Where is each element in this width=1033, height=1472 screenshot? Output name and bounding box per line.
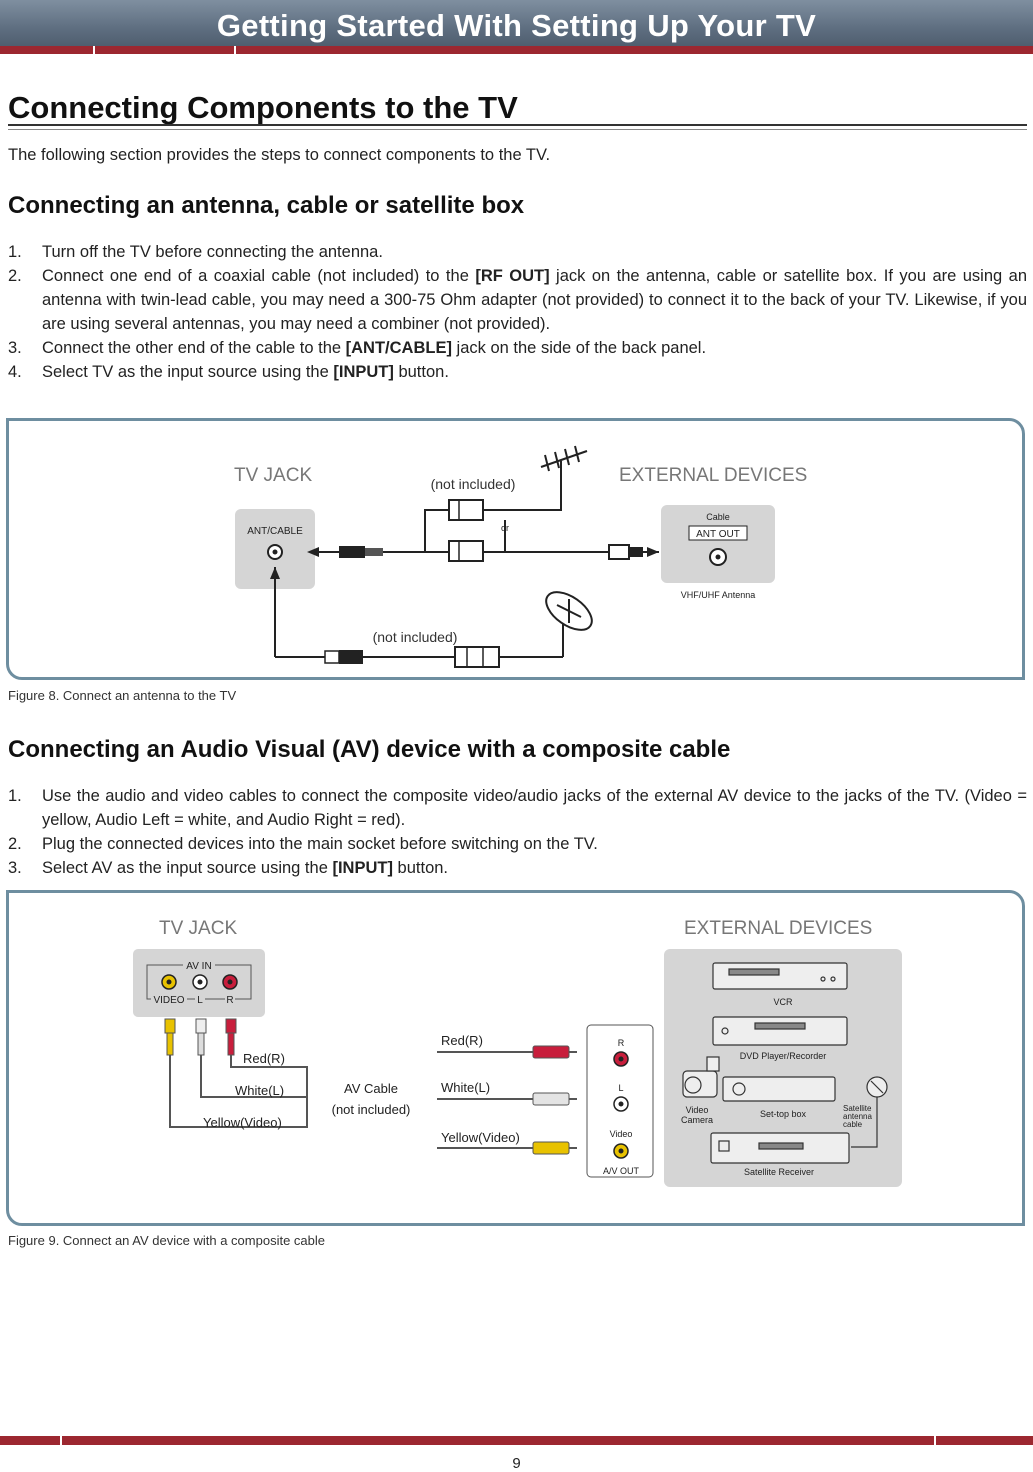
coax-plug-right-icon <box>608 544 630 560</box>
external-devices-panel <box>664 949 902 1187</box>
red-plug-icon <box>532 1045 570 1059</box>
external-device-panel <box>661 505 775 583</box>
sat-receiver-label: Satellite Receiver <box>744 1167 814 1177</box>
section-intro: The following section provides the steps… <box>8 146 551 164</box>
white-left-label: White(L) <box>235 1083 284 1098</box>
white-right-label: White(L) <box>441 1080 490 1095</box>
satellite-dish-icon <box>545 591 593 631</box>
list-item: 3.Select AV as the input source using th… <box>8 859 449 877</box>
video-label: VIDEO <box>153 995 184 1006</box>
sat-cable-label-2: antenna <box>843 1112 872 1121</box>
av-in-label: AV IN <box>186 961 211 972</box>
ant-out-label: ANT OUT <box>696 529 740 540</box>
av-cable-label: AV Cable <box>344 1081 398 1096</box>
red-plug-icon <box>225 1018 237 1034</box>
or-label: or <box>501 523 509 533</box>
list-item: 1.Use the audio and video cables to conn… <box>8 787 1027 829</box>
header-title: Getting Started With Setting Up Your TV <box>216 8 817 43</box>
out-r-label: R <box>618 1038 625 1048</box>
l-label: L <box>197 995 203 1006</box>
satellite-plug-left-icon <box>324 650 340 664</box>
dvd-player-icon <box>712 1016 848 1046</box>
list-item: 2.Connect one end of a coaxial cable (no… <box>8 267 1027 333</box>
av-diagram: TV JACK EXTERNAL DEVICES AV IN VIDEO L R… <box>6 890 1025 1226</box>
footer-accent-bar <box>0 1436 1033 1445</box>
settop-box-icon <box>722 1076 836 1102</box>
video-camera-icon <box>682 1056 720 1098</box>
section-title-rule-thin <box>8 129 1027 130</box>
figure-9-caption: Figure 9. Connect an AV device with a co… <box>8 1233 325 1248</box>
vcr-label: VCR <box>773 997 793 1007</box>
antenna-heading: Connecting an antenna, cable or satellit… <box>8 192 525 219</box>
not-included-label: (not included) <box>431 476 516 492</box>
antenna-diagram-svg: TV JACK EXTERNAL DEVICES ANT/CABLE or (n… <box>234 445 807 668</box>
out-video-label: Video <box>610 1129 633 1139</box>
section-title: Connecting Components to the TV <box>8 90 518 125</box>
red-right-label: Red(R) <box>441 1033 483 1048</box>
tv-jack-label: TV JACK <box>159 918 237 939</box>
antenna-steps: 1.Turn off the TV before connecting the … <box>8 240 1027 384</box>
header-accent-bar <box>0 46 1033 54</box>
sat-cable-label-1: Satellite <box>843 1104 872 1113</box>
twin-lead-adapter-icon <box>448 499 484 521</box>
settop-label: Set-top box <box>760 1109 807 1119</box>
av-out-label: A/V OUT <box>603 1166 640 1176</box>
vhf-uhf-label: VHF/UHF Antenna <box>681 590 756 600</box>
list-item: 2.Plug the connected devices into the ma… <box>8 835 598 853</box>
white-plug-icon <box>532 1092 570 1106</box>
header-banner: Getting Started With Setting Up Your TV <box>0 0 1033 52</box>
coax-adapter-icon <box>448 540 484 562</box>
yellow-plug-icon <box>164 1018 176 1034</box>
ant-cable-port-label: ANT/CABLE <box>247 526 303 537</box>
antenna-icon <box>540 445 588 473</box>
page-number: 9 <box>512 1455 521 1472</box>
yellow-left-label: Yellow(Video) <box>203 1115 282 1130</box>
section-title-rule <box>8 124 1027 126</box>
yellow-right-label: Yellow(Video) <box>441 1130 520 1145</box>
video-camera-label-2: Camera <box>681 1115 713 1125</box>
coax-plug-left-icon <box>339 546 365 558</box>
yellow-plug-icon <box>532 1141 570 1155</box>
not-included-label: (not included) <box>373 629 458 645</box>
vcr-icon <box>712 962 848 990</box>
video-camera-label-1: Video <box>686 1105 709 1115</box>
satellite-receiver-icon <box>710 1132 850 1164</box>
list-item: 1.Turn off the TV before connecting the … <box>8 243 383 261</box>
cable-label: Cable <box>706 512 730 522</box>
av-diagram-svg: TV JACK EXTERNAL DEVICES AV IN VIDEO L R… <box>133 918 902 1187</box>
red-left-label: Red(R) <box>243 1051 285 1066</box>
av-steps: 1.Use the audio and video cables to conn… <box>8 784 1027 880</box>
r-label: R <box>226 995 233 1006</box>
figure-8-caption: Figure 8. Connect an antenna to the TV <box>8 688 237 703</box>
satellite-plug-right-icon <box>454 646 500 668</box>
white-plug-icon <box>195 1018 207 1034</box>
av-heading: Connecting an Audio Visual (AV) device w… <box>8 736 731 763</box>
dvd-label: DVD Player/Recorder <box>740 1051 827 1061</box>
antenna-diagram: TV JACK EXTERNAL DEVICES ANT/CABLE or (n… <box>6 418 1025 680</box>
satellite-dish-icon <box>866 1076 888 1098</box>
tv-jack-label: TV JACK <box>234 465 312 486</box>
external-devices-label: EXTERNAL DEVICES <box>684 918 872 939</box>
list-item: 4.Select TV as the input source using th… <box>8 363 449 381</box>
out-l-label: L <box>618 1083 623 1093</box>
sat-cable-label-3: cable <box>843 1120 863 1129</box>
list-item: 3.Connect the other end of the cable to … <box>8 339 707 357</box>
external-devices-label: EXTERNAL DEVICES <box>619 465 807 486</box>
not-included-label: (not included) <box>332 1102 411 1117</box>
